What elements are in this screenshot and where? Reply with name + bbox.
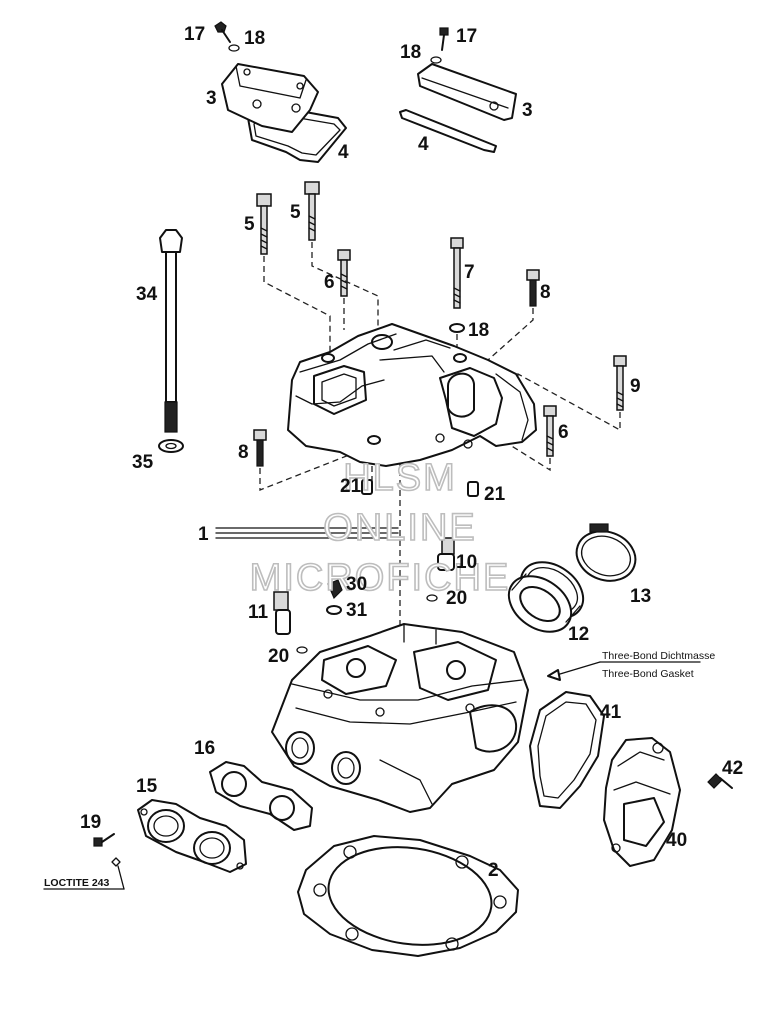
callout-20-left: 20 [268, 646, 289, 667]
bolt-42 [707, 773, 733, 789]
callout-5-left: 5 [244, 214, 255, 235]
camshaft-carrier [287, 323, 537, 467]
intake-boot-12 [507, 561, 585, 633]
callout-15: 15 [136, 776, 158, 797]
timing-cover-40 [603, 737, 681, 867]
callout-17-right: 17 [456, 26, 477, 47]
exhaust-flange-15 [137, 799, 247, 873]
callout-12: 12 [568, 624, 589, 645]
callout-21-left: 21 [340, 476, 362, 497]
watermark-line2: ONLINE [323, 507, 476, 549]
callout-8-top: 8 [540, 282, 551, 303]
callout-42: 42 [722, 758, 743, 779]
watermark-line3: MICROFICHE [250, 557, 511, 599]
callout-19: 19 [80, 812, 101, 833]
callout-20-right: 20 [446, 588, 467, 609]
cylinder-head [271, 623, 529, 813]
callout-5-right: 5 [290, 202, 301, 223]
callout-10: 10 [456, 552, 477, 573]
small-parts [273, 537, 455, 654]
callout-11: 11 [248, 602, 269, 623]
callout-3-left: 3 [206, 88, 217, 109]
dowel-pins-21 [361, 479, 479, 497]
callout-35: 35 [132, 452, 154, 473]
callout-2: 2 [488, 860, 499, 881]
callout-3-right: 3 [522, 100, 533, 121]
callout-34: 34 [136, 284, 158, 305]
callout-40: 40 [666, 830, 687, 851]
hose-clamp-13 [575, 523, 637, 582]
callout-8-left: 8 [238, 442, 249, 463]
callout-9: 9 [630, 376, 641, 397]
note-three-bond-en: Three-Bond Gasket [602, 668, 694, 680]
long-stud-34 [158, 229, 184, 453]
callout-21-right: 21 [484, 484, 506, 505]
head-bolts [253, 181, 627, 467]
leader-1 [215, 527, 399, 539]
valve-cover-right [399, 27, 517, 153]
callout-13: 13 [630, 586, 651, 607]
sealant-leader [559, 661, 601, 675]
callout-41: 41 [600, 702, 622, 723]
callout-18-left: 18 [244, 28, 265, 49]
callout-30: 30 [346, 574, 367, 595]
sealant-dot [547, 669, 561, 681]
callout-4-right: 4 [418, 134, 429, 155]
callout-18-middle: 18 [468, 320, 489, 341]
callout-18-right: 18 [400, 42, 421, 63]
watermark: HLSM ONLINE MICROFICHE [249, 456, 511, 600]
note-loctite: LOCTITE 243 [44, 877, 110, 889]
manifold-gasket-16 [209, 761, 313, 831]
bolt-19 [43, 833, 125, 890]
callout-16: 16 [194, 738, 215, 759]
callout-6-middle: 6 [324, 272, 335, 293]
callout-17-left: 17 [184, 24, 205, 45]
note-three-bond-de: Three-Bond Dichtmasse [602, 650, 715, 662]
callout-4-left: 4 [338, 142, 349, 163]
notes: Three-Bond Dichtmasse Three-Bond Gasket … [44, 650, 715, 889]
callout-1: 1 [198, 524, 209, 545]
valve-cover-left [214, 21, 347, 163]
head-gasket-2 [297, 835, 519, 957]
callout-6-right: 6 [558, 422, 569, 443]
callout-31: 31 [346, 600, 368, 621]
watermark-line1: HLSM [343, 457, 457, 499]
cover-gasket-41 [529, 691, 605, 809]
callout-7: 7 [464, 262, 475, 283]
callouts: 17 18 3 4 17 18 3 4 5 5 6 7 8 18 34 9 6 … [80, 24, 743, 881]
